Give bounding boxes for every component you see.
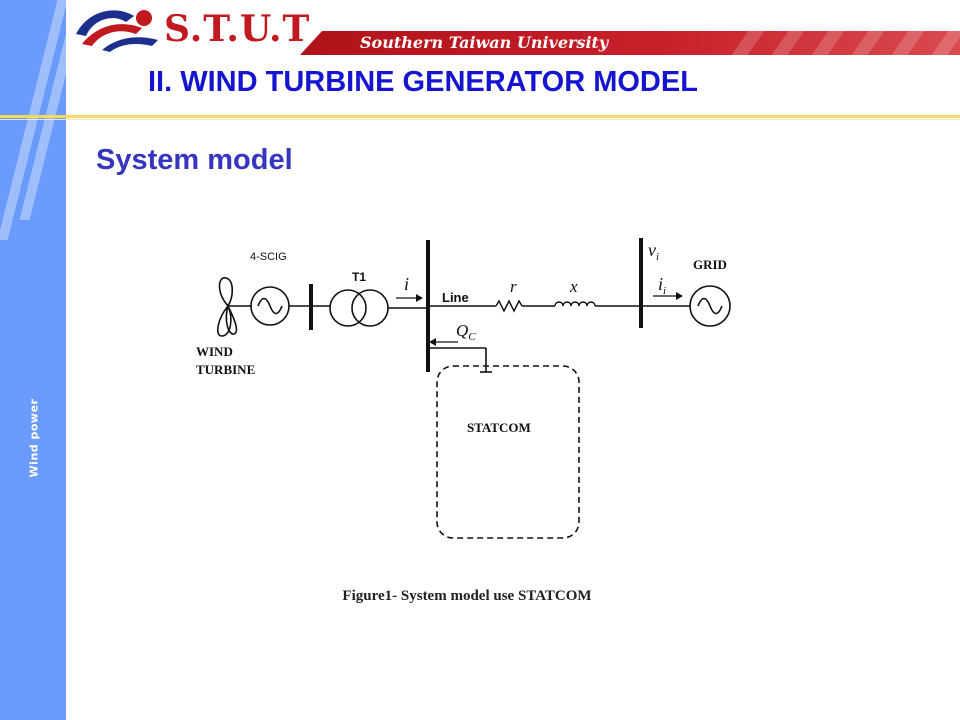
statcom-label: STATCOM bbox=[467, 420, 531, 435]
current-i-label: i bbox=[404, 274, 409, 294]
generator-label: 4-SCIG bbox=[250, 251, 287, 263]
reactive-power-label: QC bbox=[456, 321, 476, 343]
wind-turbine-label-line2: TURBINE bbox=[196, 362, 255, 377]
university-name: Southern Taiwan University bbox=[360, 33, 609, 52]
resistance-label: r bbox=[510, 277, 517, 296]
wind-turbine-icon bbox=[216, 277, 238, 337]
title-divider bbox=[0, 115, 960, 118]
inductor-icon bbox=[554, 301, 596, 307]
wind-turbine-label-line1: WIND bbox=[196, 344, 233, 359]
title-divider-thin bbox=[0, 119, 960, 120]
grid-label: GRID bbox=[693, 257, 727, 272]
statcom-box bbox=[436, 365, 580, 539]
reactance-label: x bbox=[569, 277, 578, 296]
grid-source-icon bbox=[689, 285, 731, 327]
university-logo-icon bbox=[76, 10, 158, 52]
system-model-diagram: 4-SCIG WIND TURBINE T1 i Line r x QC vi … bbox=[196, 238, 731, 539]
sidebar-label: Wind power bbox=[27, 398, 41, 478]
grid-current-label: ii bbox=[658, 274, 666, 297]
section-subtitle: System model bbox=[96, 144, 293, 176]
line-label: Line bbox=[442, 290, 469, 305]
voltage-label: vi bbox=[648, 240, 659, 263]
sidebar: Wind power bbox=[0, 0, 66, 720]
slide-title: II. WIND TURBINE GENERATOR MODEL bbox=[148, 66, 698, 98]
university-banner bbox=[300, 31, 960, 55]
logo-text: S.T.U.T bbox=[164, 8, 311, 50]
transformer-icon bbox=[329, 289, 389, 327]
figure-caption: Figure1- System model use STATCOM bbox=[0, 588, 934, 605]
transformer-label: T1 bbox=[352, 270, 366, 284]
figure-caption-text: Figure1- System model use STATCOM bbox=[342, 588, 592, 604]
resistor-icon bbox=[495, 299, 523, 313]
